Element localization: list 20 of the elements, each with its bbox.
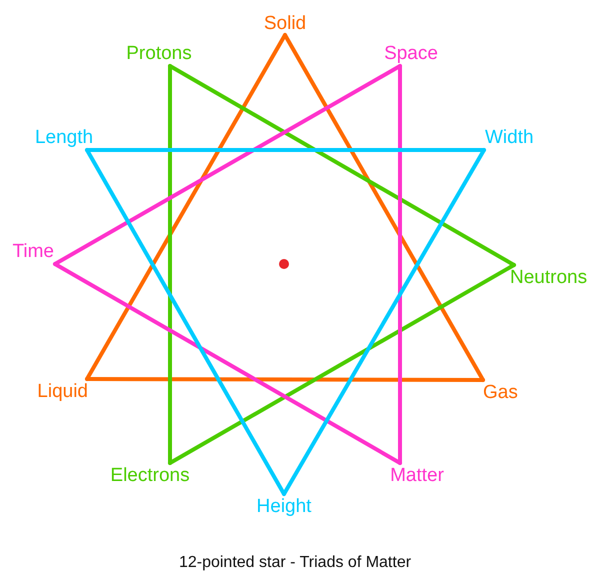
triangle-side [168, 64, 172, 465]
triangle-side [85, 377, 485, 382]
vertex-label: Length [34, 127, 94, 149]
vertex-label: Matter [390, 465, 444, 487]
vertex-label: Time [12, 241, 54, 263]
vertex-label: Protons [126, 43, 192, 65]
vertex-label: Width [485, 127, 534, 149]
vertex-label: Solid [264, 13, 306, 35]
caption: 12-pointed star - Triads of Matter [178, 553, 412, 573]
triangle-side [283, 33, 485, 382]
vertex-label: Neutrons [510, 267, 588, 289]
triangle-side [282, 148, 486, 496]
vertex-label: Electrons [110, 465, 190, 487]
vertex-label: Gas [483, 382, 518, 404]
vertex-label: Space [384, 43, 438, 65]
triangle-side [398, 64, 402, 465]
vertex-label: Liquid [37, 381, 88, 403]
vertex-label: Height [256, 496, 312, 518]
triangle-side [85, 148, 486, 152]
triangle-side [85, 148, 286, 496]
